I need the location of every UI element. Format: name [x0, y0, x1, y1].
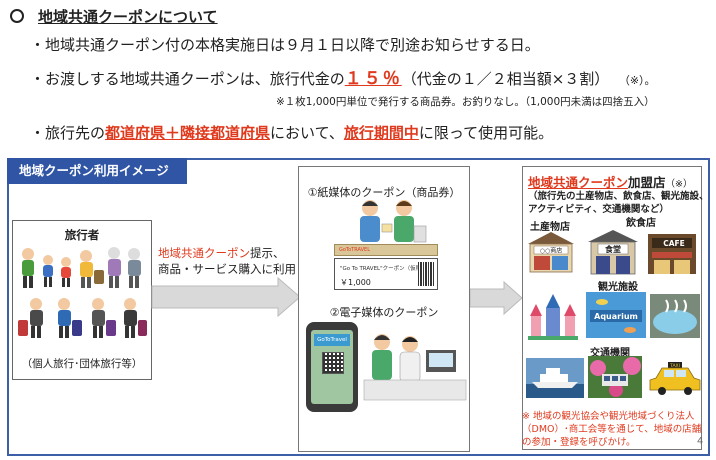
cafe-sign: CAFE	[663, 239, 685, 248]
hot-spring-illustration	[650, 294, 700, 338]
traveler-figure	[18, 298, 43, 338]
participating-shops-footnote: ※ 地域の観光協会や観光地域づくり法人（DMO）･商工会等を通じて、地域の店舗の…	[522, 411, 702, 448]
category-souvenir-label: 土産物店	[530, 222, 570, 233]
usage-area-highlight: 都道府県＋隣接都道府県	[105, 124, 271, 142]
category-sight-label: 観光施設	[598, 282, 638, 293]
amusement-park-illustration	[528, 294, 578, 340]
digital-payment-illustration	[363, 334, 467, 401]
traveler-figure	[128, 248, 141, 288]
phone-app-header: GoToTravel	[314, 334, 350, 346]
bullet-start-date: ・地域共通クーポン付の本格実施日は９月１日以降で別途お知らせする日。	[30, 36, 540, 54]
traveler-figure	[92, 298, 116, 338]
bullet-usage-area: ・旅行先の都道府県＋隣接都道府県において、旅行期間中に限って使用可能。	[30, 124, 554, 142]
souvenir-shop-illustration: ○○商店	[528, 232, 574, 273]
traveler-figure	[43, 255, 53, 287]
travelers-illustration	[18, 247, 147, 338]
coupon-percent: １５％	[344, 69, 402, 89]
participating-shops-title: 地域共通クーポン加盟店（※）	[528, 175, 693, 190]
diagram-frame	[7, 158, 710, 456]
restaurant-illustration: 食堂	[588, 230, 638, 275]
participating-shops-examples: （旅行先の土産物店、飲食店、観光施設、 アクティビティ、交通機関など）	[528, 191, 709, 215]
traveler-label: 旅行者	[64, 228, 100, 242]
paper-coupon-label: ①紙媒体のクーポン（商品券）	[307, 186, 461, 199]
qr-code-icon	[322, 352, 344, 374]
ship-illustration	[526, 358, 584, 398]
taxi-sign: TAXI	[669, 363, 680, 369]
aquarium-sign: Aquarium	[594, 312, 638, 321]
section-title: 地域共通クーポンについて	[10, 6, 218, 27]
digital-coupon-label: ②電子媒体のクーポン	[329, 306, 439, 319]
circle-bullet-icon	[10, 9, 24, 23]
taxi-illustration: TAXI	[649, 362, 701, 395]
paper-coupon-header: GoToTRAVEL	[334, 244, 438, 256]
paper-coupon-value: ￥1,000	[340, 278, 371, 287]
traveler-figure	[22, 248, 34, 288]
category-restaurant-label: 飲食店	[626, 218, 656, 229]
bullet-coupon-rate: ・お渡しする地域共通クーポンは、旅行代金の１５％（代金の１／２相当額×３割） （…	[30, 69, 656, 89]
traveler-figure	[61, 257, 71, 287]
flow-arrow-left	[151, 276, 301, 318]
page-number: 4	[697, 436, 704, 447]
traveler-figure	[124, 298, 147, 338]
souvenir-shop-sign: ○○商店	[540, 247, 562, 255]
flow-arrow-right	[469, 280, 523, 316]
aquarium-illustration: Aquarium	[586, 292, 646, 338]
paper-coupon-name: "Go To TRAVEL"クーポン（仮称）	[340, 266, 427, 272]
train-illustration	[588, 356, 642, 398]
restaurant-sign: 食堂	[605, 244, 621, 254]
diagram-title: 地域クーポン利用イメージ	[7, 158, 187, 184]
traveler-figure	[80, 250, 104, 288]
category-transport-label: 交通機関	[590, 348, 630, 359]
coupon-note: ※１枚1,000円単位で発行する商品券。お釣りなし。（1,000円未満は四捨五入…	[276, 96, 655, 108]
shop-clerk-illustration	[360, 200, 427, 243]
usage-period-highlight: 旅行期間中	[343, 124, 419, 142]
barcode-icon	[418, 262, 434, 286]
cafe-illustration: CAFE	[648, 234, 696, 274]
flow-description: 地域共通クーポン提示、 商品・サービス購入に利用	[158, 246, 296, 276]
traveler-figure	[58, 298, 82, 338]
traveler-figure	[108, 247, 121, 288]
traveler-footnote: （個人旅行･団体旅行等）	[21, 358, 143, 370]
